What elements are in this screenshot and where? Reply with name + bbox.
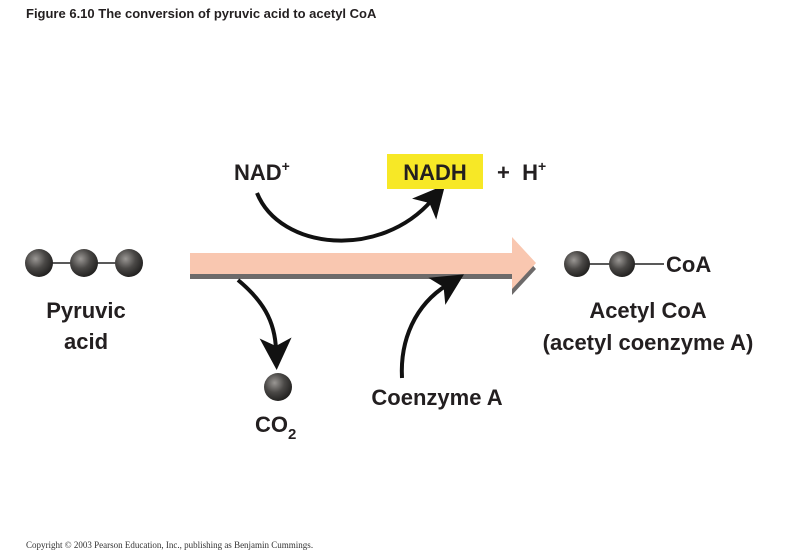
coenzyme-a-arrow bbox=[399, 274, 464, 379]
nad-to-nadh-arrow bbox=[255, 184, 446, 243]
acetyl-coa-molecule bbox=[564, 251, 664, 277]
nadh-highlight bbox=[387, 154, 483, 189]
carbon-ball bbox=[609, 251, 635, 277]
pyruvic-label-1: Pyruvic bbox=[46, 298, 126, 323]
co2-label: CO2 bbox=[255, 412, 296, 443]
carbon-ball bbox=[70, 249, 98, 277]
nad-label: NAD+ bbox=[234, 158, 290, 185]
acetyl-coa-label: Acetyl CoA bbox=[589, 298, 706, 323]
pyruvic-label-2: acid bbox=[64, 329, 108, 354]
copyright-notice: Copyright © 2003 Pearson Education, Inc.… bbox=[26, 540, 314, 550]
nadh-label: NADH bbox=[403, 160, 467, 185]
h-plus-label: + H+ bbox=[497, 158, 546, 185]
carbon-ball bbox=[564, 251, 590, 277]
carbon-ball bbox=[115, 249, 143, 277]
coenzyme-a-label: Coenzyme A bbox=[371, 385, 502, 410]
acetyl-coa-full-label: (acetyl coenzyme A) bbox=[543, 330, 754, 355]
figure-title: Figure 6.10 The conversion of pyruvic ac… bbox=[26, 6, 377, 21]
coa-label: CoA bbox=[666, 252, 711, 277]
carbon-ball bbox=[25, 249, 53, 277]
co2-release-arrow bbox=[236, 278, 292, 370]
main-reaction-arrow bbox=[190, 237, 536, 295]
co2-carbon-ball bbox=[264, 373, 292, 401]
pyruvic-acid-molecule bbox=[25, 249, 143, 277]
